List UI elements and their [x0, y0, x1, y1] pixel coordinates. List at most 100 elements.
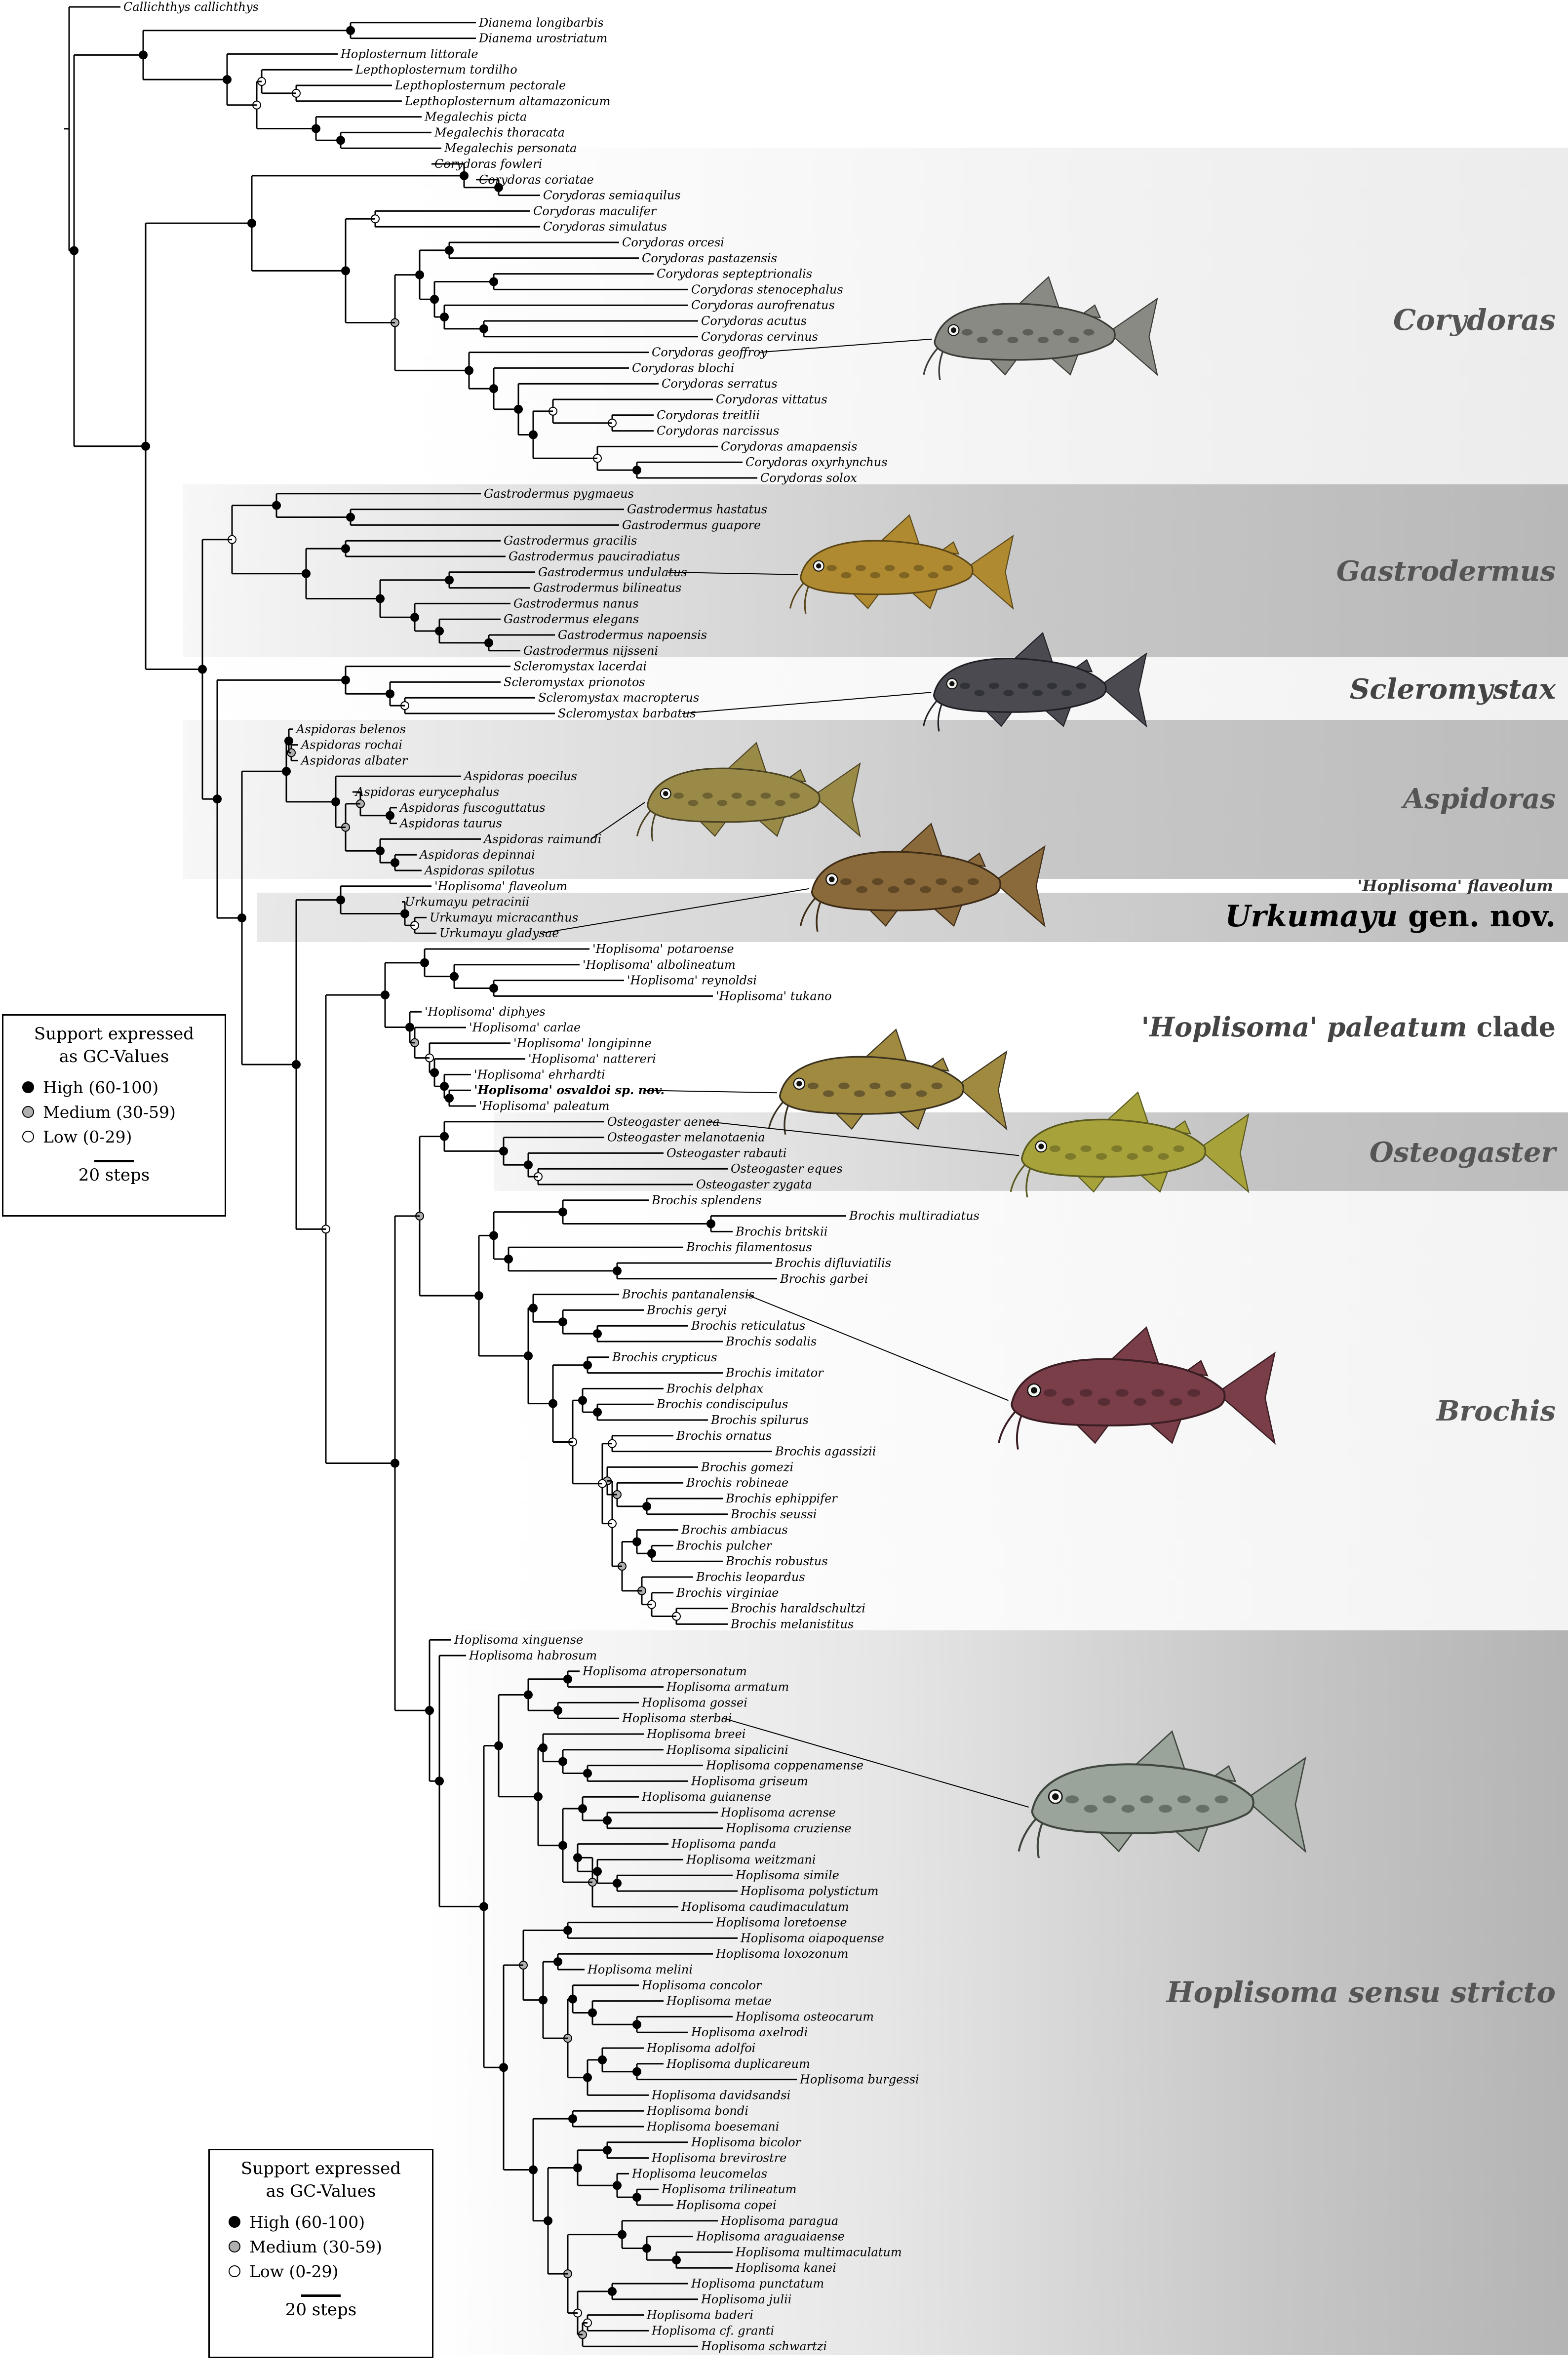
taxon-label: Aspidoras belenos: [295, 722, 406, 736]
clade-suffix: clade: [1467, 1011, 1556, 1043]
taxon-label: Corydoras blochi: [632, 361, 734, 375]
taxon-label: Hoplisoma punctatum: [691, 2277, 824, 2291]
fish-leader-line: [758, 338, 932, 353]
taxon-label: Brochis pantanalensis: [622, 1288, 755, 1302]
legend-item-label: Low (0-29): [43, 1127, 132, 1146]
clade-label-urkumayu: Urkumayu gen. nov.: [1225, 899, 1556, 934]
clade-label-hoplisoma: Hoplisoma sensu stricto: [1167, 1975, 1556, 2009]
taxon-label: Aspidoras poecilus: [463, 769, 577, 783]
taxon-label: Brochis ambiacus: [681, 1523, 788, 1537]
taxon-label: Gastrodermus pygmaeus: [484, 487, 634, 501]
clade-label-brochis: Brochis: [1436, 1395, 1556, 1427]
taxon-label: Hoplisoma acrense: [720, 1806, 836, 1819]
taxon-label: Osteogaster melanotaenia: [607, 1131, 765, 1145]
taxon-label: Brochis virginiae: [676, 1586, 779, 1600]
fish-leader-line: [682, 692, 932, 714]
taxon-label: Hoplisoma atropersonatum: [582, 1664, 747, 1678]
taxon-label: Corydoras simulatus: [543, 220, 667, 234]
fish-urkumayu-icon: [799, 823, 1046, 932]
fish-leader-line: [667, 571, 798, 575]
taxon-label: Megalechis picta: [424, 110, 527, 124]
taxon-label: Aspidoras depinnai: [419, 848, 535, 862]
clade-name: Brochis: [1436, 1395, 1556, 1428]
taxon-label: Gastrodermus pauciradiatus: [509, 550, 680, 563]
taxon-label: Gastrodermus gracilis: [504, 534, 637, 548]
taxon-label: Aspidoras rochai: [300, 738, 402, 752]
taxon-label: Hoplisoma duplicareum: [666, 2057, 810, 2071]
taxon-label: Hoplisoma axelrodi: [691, 2025, 808, 2039]
taxon-label: Aspidoras fuscoguttatus: [399, 801, 546, 815]
taxon-label: Hoplisoma griseum: [691, 1774, 808, 1788]
taxon-label: Brochis robustus: [725, 1554, 828, 1568]
taxon-label: Hoplisoma coppenamense: [706, 1759, 863, 1773]
taxon-label: Brochis agassizii: [775, 1445, 876, 1459]
fish-leader-line: [643, 1090, 778, 1094]
taxon-label: Hoplisoma bicolor: [691, 2135, 802, 2149]
taxon-label: Hoplisoma panda: [671, 1837, 776, 1851]
taxon-label: Brochis splendens: [651, 1193, 761, 1207]
clade-name: Hoplisoma sensu stricto: [1166, 1975, 1556, 2009]
clade-name: Osteogaster: [1369, 1136, 1556, 1169]
taxon-label: Hoplisoma kanei: [735, 2261, 836, 2275]
taxon-label: 'Hoplisoma' tukano: [716, 989, 832, 1003]
taxon-label: Urkumayu petracinii: [405, 895, 529, 909]
support-dot-icon: [229, 2241, 240, 2252]
taxon-label: Corydoras semiaquilus: [543, 189, 681, 202]
taxon-label: Corydoras fowleri: [434, 157, 542, 171]
taxon-label: Corydoras septeptrionalis: [657, 267, 812, 281]
legend-item-label: Medium (30-59): [43, 1102, 176, 1122]
taxon-label: Gastrodermus nanus: [513, 596, 639, 610]
taxon-label: Urkumayu gladysae: [439, 926, 559, 940]
taxon-label: 'Hoplisoma' longipinne: [513, 1036, 652, 1050]
taxon-label: Brochis crypticus: [612, 1350, 717, 1364]
taxon-label: Brochis spilurus: [710, 1413, 809, 1427]
taxon-label: Brochis delphax: [666, 1382, 763, 1395]
taxon-label: Brochis ornatus: [676, 1429, 772, 1443]
taxon-label: Brochis gomezi: [701, 1460, 793, 1474]
clade-label-paleatum: 'Hoplisoma' paleatum clade: [1141, 1011, 1556, 1043]
taxon-label: Gastrodermus napoensis: [558, 628, 707, 642]
clade-name: Urkumayu: [1225, 899, 1398, 934]
taxon-label: Brochis ephippifer: [725, 1492, 838, 1505]
taxon-label: 'Hoplisoma' osvaldoi sp. nov.: [474, 1083, 665, 1097]
taxon-label: Osteogaster eques: [731, 1162, 843, 1176]
legend-item: High (60-100): [22, 1075, 225, 1100]
taxon-label: Brochis leopardus: [696, 1570, 805, 1584]
legend-item-label: High (60-100): [249, 2212, 365, 2232]
taxon-label: Gastrodermus guapore: [622, 518, 761, 532]
taxon-label: Corydoras coriatae: [479, 173, 594, 187]
taxon-label: Aspidoras spilotus: [424, 864, 535, 877]
taxon-label: Osteogaster zygata: [696, 1178, 812, 1191]
taxon-label: Hoplisoma caudimaculatum: [681, 1900, 849, 1914]
taxon-label: Hoplisoma sterbai: [622, 1711, 732, 1725]
taxon-label: Gastrodermus elegans: [504, 612, 639, 626]
taxon-label: Brochis britskii: [735, 1224, 827, 1238]
clade-name: Scleromystax: [1349, 672, 1556, 706]
taxon-label: Megalechis personata: [444, 141, 577, 155]
taxon-label: Brochis melanistitus: [730, 1617, 854, 1631]
taxon-label: Corydoras serratus: [662, 377, 778, 391]
legend-item-label: Medium (30-59): [249, 2237, 382, 2256]
legend-title: Support expressed: [34, 1024, 195, 1044]
taxon-label: Hoplisoma guianense: [641, 1790, 771, 1804]
taxon-label: Gastrodermus hastatus: [627, 503, 767, 516]
clade-label-osteogaster: Osteogaster: [1370, 1136, 1556, 1169]
clade-name: 'Hoplisoma' paleatum: [1141, 1011, 1467, 1043]
taxon-label: Urkumayu micracanthus: [430, 910, 578, 924]
taxon-label: Hoplisoma trilineatum: [661, 2182, 797, 2196]
taxon-label: Hoplisoma metae: [666, 1994, 772, 2008]
taxon-label: Brochis seussi: [730, 1507, 817, 1521]
fish-aspidoras-icon: [636, 742, 861, 842]
taxon-label: Brochis multiradiatus: [849, 1209, 980, 1223]
taxon-label: Hoplisoma loretoense: [715, 1916, 847, 1930]
taxon-label: Aspidoras eurycephalus: [354, 785, 499, 799]
taxon-label: Corydoras oxyrhynchus: [745, 455, 888, 469]
taxon-label: Hoplisoma cf. granti: [651, 2324, 774, 2337]
taxon-label: Hoplosternum littorale: [340, 47, 478, 61]
taxon-label: Hoplisoma loxozonum: [715, 1947, 848, 1961]
taxon-label: Aspidoras raimundi: [483, 832, 601, 846]
taxon-label: Hoplisoma sipalicini: [666, 1743, 788, 1757]
taxon-label: Scleromystax macropterus: [538, 691, 699, 705]
